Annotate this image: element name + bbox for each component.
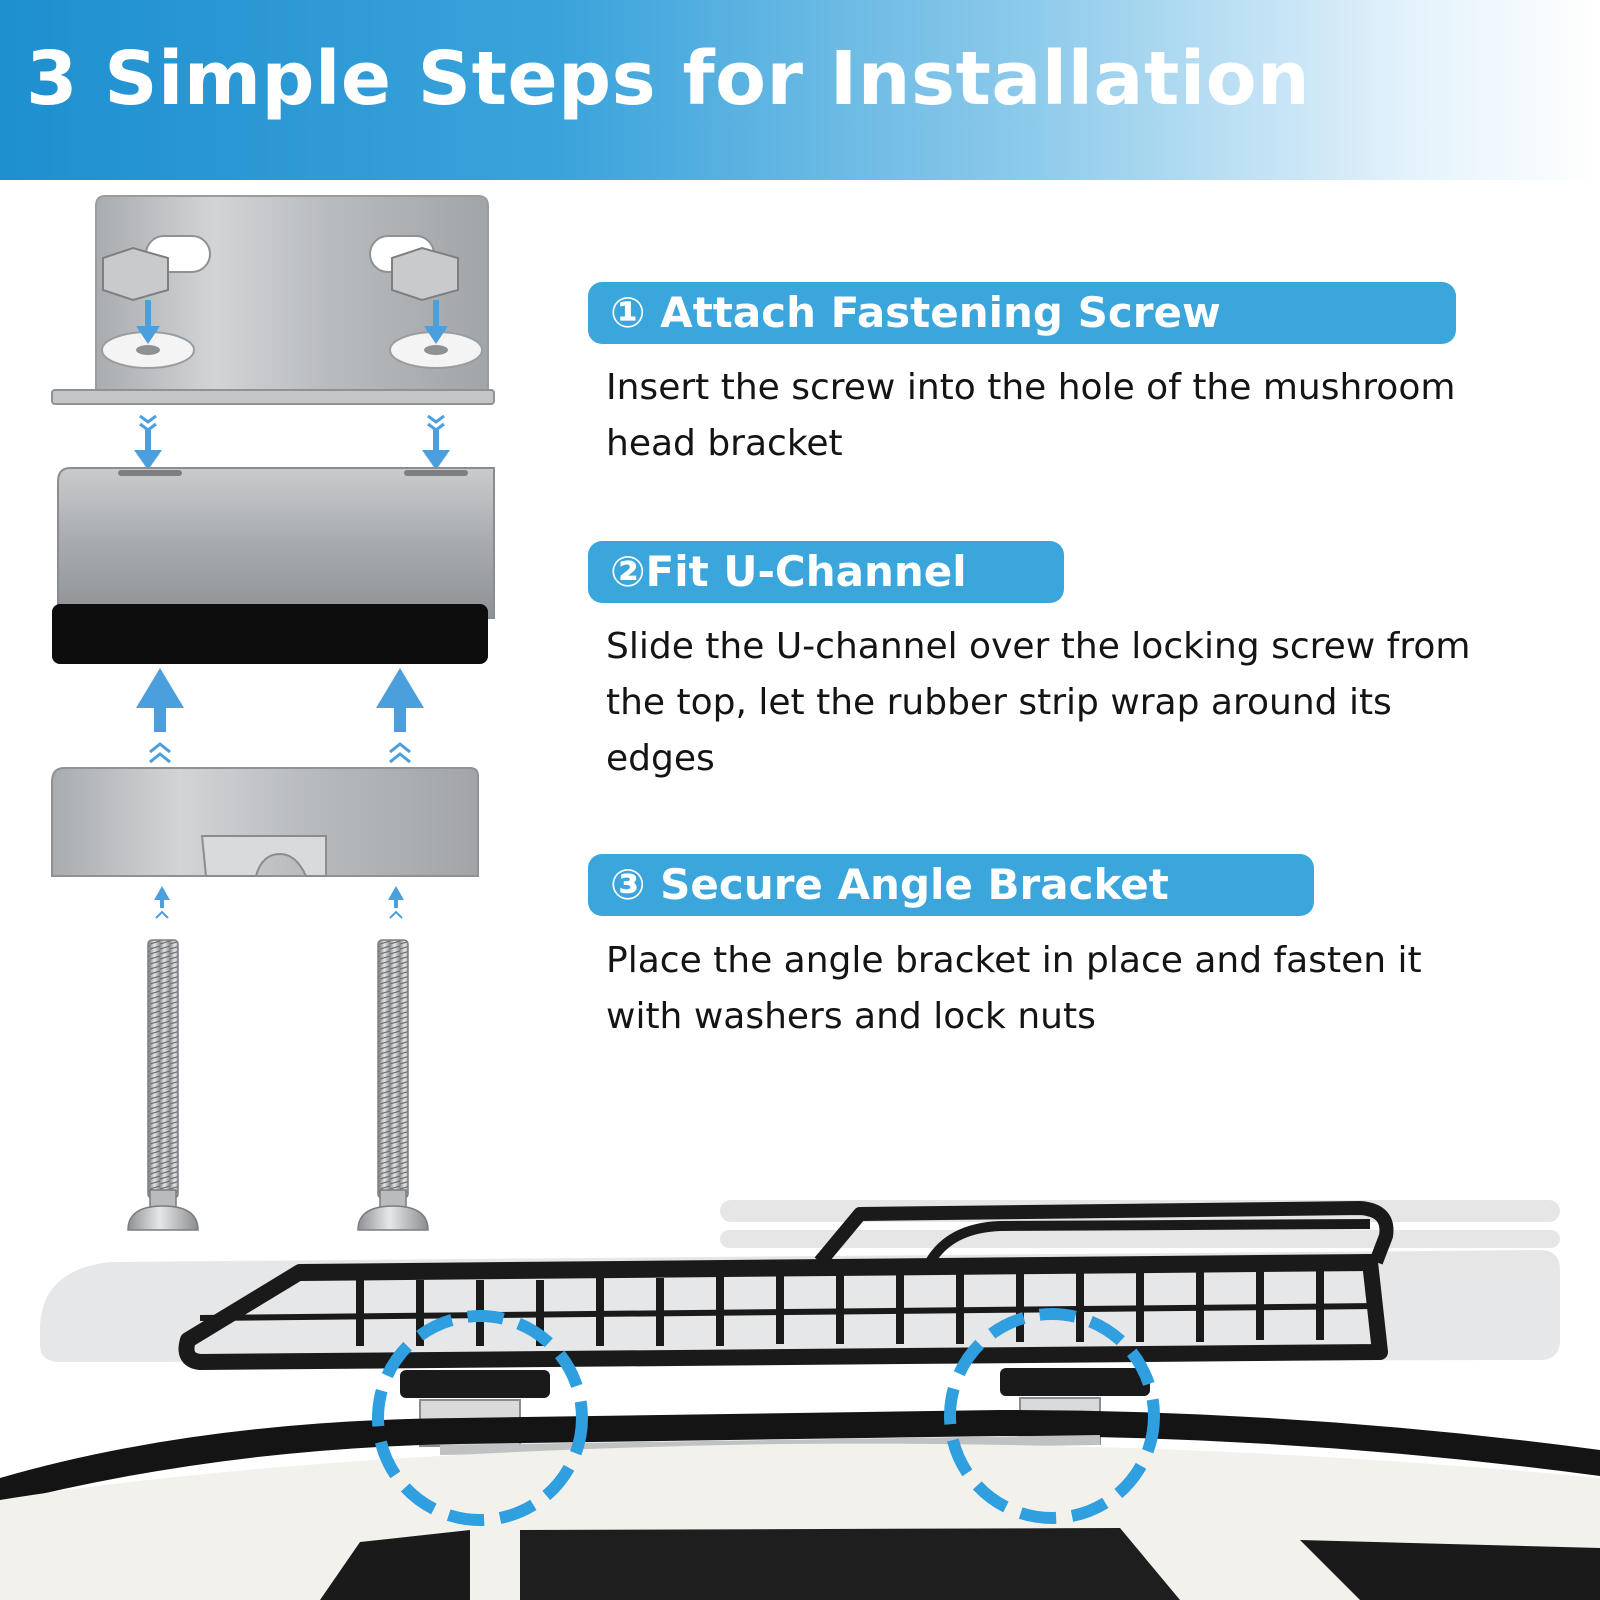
carriage-bolt [127,939,199,1231]
rubber-strip [52,604,488,664]
mushroom-head-bracket [51,767,479,877]
up-arrow-icon [136,668,424,764]
step-1-description: Insert the screw into the hole of the mu… [606,367,1456,464]
step-3-title: ③ Secure Angle Bracket [588,854,1314,916]
carriage-bolt [357,939,429,1231]
down-arrow-icon [136,300,448,344]
car-roof [0,1443,1600,1600]
page-title: 3 Simple Steps for Installation [26,36,1311,122]
car-window [320,1530,470,1600]
crossbar [439,1435,1101,1455]
step-2-title: ②Fit U-Channel [588,541,1064,603]
roof-rail [0,1410,1600,1504]
down-arrow-icon [134,414,450,470]
mount-bracket [400,1368,1150,1447]
highlight-circle [944,1308,1160,1524]
step-2-description: Slide the U-channel over the locking scr… [606,626,1471,779]
header-banner: 3 Simple Steps for Installation [0,0,1600,180]
up-arrow-icon [154,886,404,919]
step-1-title: ① Attach Fastening Screw [588,282,1456,344]
step-3-description: Place the angle bracket in place and fas… [606,940,1422,1037]
u-channel [52,467,495,664]
car-window [520,1528,1180,1600]
angle-bracket [51,195,495,405]
exploded-parts-diagram [51,195,495,1231]
highlight-circle [372,1310,588,1526]
car-window [1300,1540,1600,1600]
